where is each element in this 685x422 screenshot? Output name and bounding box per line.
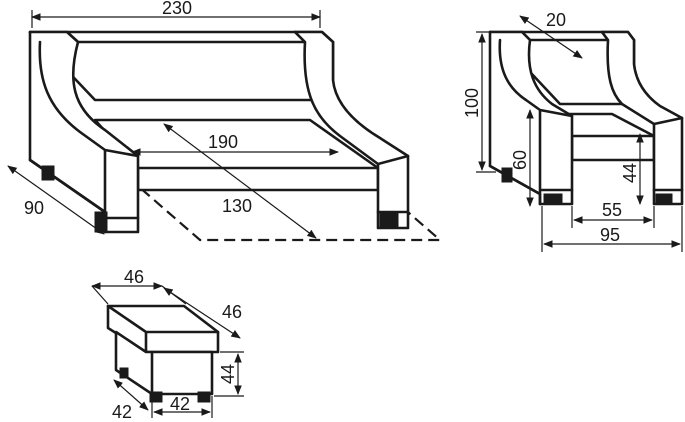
armchair-arm-width-dimension [519,15,583,59]
armchair-arm-height-label: 60 [510,150,530,170]
sofa-seat-depth-label: 130 [222,196,252,216]
pouf-depth-dimension [163,287,241,339]
armchair-width-label: 95 [600,225,620,245]
pouf-depth-label: 46 [222,302,242,322]
armchair: 20 100 60 44 55 95 [462,10,684,252]
sofa-left-armrest [28,30,140,234]
sofa-width-label: 230 [162,0,192,18]
armchair-foot [501,167,513,183]
armchair-height-label: 100 [462,88,482,118]
pouf-height-label: 44 [218,364,238,384]
pouf-base-depth-label: 42 [112,402,132,422]
armchair-seat-height-label: 44 [620,163,640,183]
armchair-seat-width-label: 55 [602,200,622,220]
pouf-body [114,330,214,396]
pouf: 46 46 44 42 42 [91,267,244,422]
armchair-arm-width-label: 20 [546,10,566,30]
pouf-width-label: 46 [124,267,144,287]
armchair-foot [655,193,673,205]
pouf-foot [119,367,129,379]
armchair-foot [543,193,563,205]
pouf-foot [197,391,211,403]
sofa-depth-dimension [7,165,105,235]
sofa-seat-depth-dimension [163,123,317,239]
pouf-base-width-label: 42 [170,394,190,414]
pouf-foot [149,391,163,403]
sofa-seat-width-label: 190 [208,132,238,152]
sofa-foot [379,211,399,229]
sofa: 230 190 130 90 [7,0,443,242]
sofa-foot [41,165,55,181]
pouf-base-depth-dimension [113,379,149,411]
sofa-depth-label: 90 [24,198,44,218]
armchair-right-armrest [600,30,684,206]
